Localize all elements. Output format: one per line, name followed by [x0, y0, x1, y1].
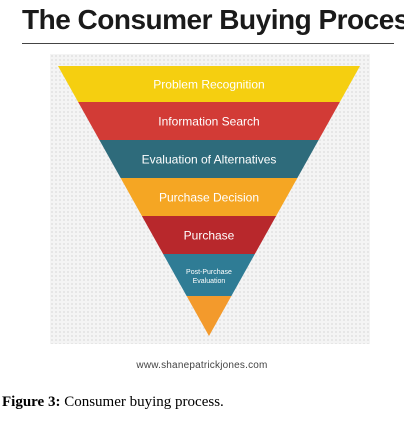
- stage-band-5: [141, 216, 277, 254]
- stage-label-6: Post-Purchase: [186, 269, 232, 276]
- source-website: www.shanepatrickjones.com: [136, 360, 268, 371]
- title-divider: [22, 43, 394, 44]
- stage-band-2: [78, 102, 340, 140]
- stage-band-7: [186, 296, 232, 336]
- stage-band-3: [99, 140, 319, 178]
- figure-caption: Figure 3: Consumer buying process.: [2, 394, 224, 411]
- stage-label-4: Purchase Decision: [159, 190, 259, 204]
- stage-band-4: [120, 178, 298, 216]
- stage-label-2: Information Search: [158, 114, 259, 128]
- stage-label-1: Problem Recognition: [153, 77, 264, 91]
- stage-label-6-line2: Evaluation: [193, 278, 226, 285]
- stage-label-5: Purchase: [184, 228, 235, 242]
- caption-label: Figure 3:: [2, 394, 61, 410]
- stage-label-3: Evaluation of Alternatives: [142, 152, 277, 166]
- stage-band-1: [58, 66, 360, 102]
- page-title: The Consumer Buying Process: [22, 4, 404, 35]
- stage-band-6: [163, 254, 255, 296]
- caption-text: Consumer buying process.: [64, 394, 224, 410]
